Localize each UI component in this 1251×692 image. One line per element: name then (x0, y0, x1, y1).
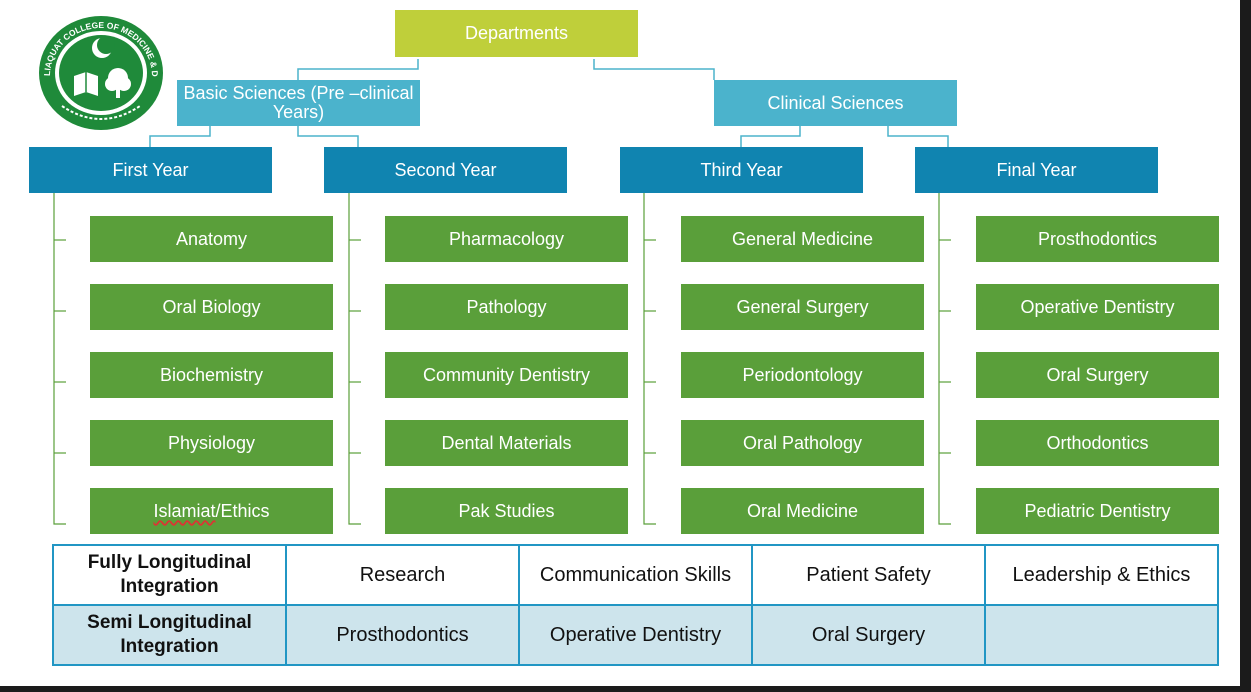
row-header: Semi Longitudinal Integration (52, 604, 287, 666)
dept-label: Pak Studies (458, 500, 555, 521)
dept-label: Oral Pathology (742, 432, 863, 453)
dept-label: Pharmacology (448, 228, 565, 249)
dept-node: Biochemistry (90, 352, 333, 398)
node-basic-sciences-label: Basic Sciences (Pre –clinical Years) (183, 83, 414, 122)
node-second-year: Second Year (324, 147, 567, 193)
node-year-label: Third Year (700, 159, 783, 180)
dept-node: Orthodontics (976, 420, 1219, 466)
dept-label: Oral Medicine (746, 500, 859, 521)
table-cell (984, 604, 1219, 666)
spell-flagged-word: Islamiat (153, 500, 216, 521)
dept-label-suffix: /Ethics (215, 500, 270, 521)
dept-node: Prosthodontics (976, 216, 1219, 262)
dept-label: Prosthodontics (1037, 228, 1158, 249)
dept-node: Operative Dentistry (976, 284, 1219, 330)
dept-node: General Surgery (681, 284, 924, 330)
integration-table: Fully Longitudinal Integration Research … (52, 544, 1219, 666)
dept-node: Pediatric Dentistry (976, 488, 1219, 534)
dept-node: Oral Surgery (976, 352, 1219, 398)
dept-node: Anatomy (90, 216, 333, 262)
table-cell: Patient Safety (751, 544, 986, 606)
dept-node: Oral Pathology (681, 420, 924, 466)
dept-label: Biochemistry (159, 364, 264, 385)
node-year-label: Second Year (394, 159, 497, 180)
node-basic-sciences: Basic Sciences (Pre –clinical Years) (177, 80, 420, 126)
table-row-semi-integration: Semi Longitudinal Integration Prosthodon… (52, 604, 1219, 666)
node-final-year: Final Year (915, 147, 1158, 193)
dept-label: Oral Surgery (1046, 364, 1149, 385)
dept-node: Dental Materials (385, 420, 628, 466)
table-cell: Prosthodontics (285, 604, 520, 666)
dept-node: Pharmacology (385, 216, 628, 262)
dept-label: Physiology (167, 432, 256, 453)
dept-node: Pak Studies (385, 488, 628, 534)
dept-node: Oral Biology (90, 284, 333, 330)
dept-node: Islamiat/Ethics (90, 488, 333, 534)
dept-label: Pediatric Dentistry (1024, 500, 1171, 521)
row-header: Fully Longitudinal Integration (52, 544, 287, 606)
node-first-year: First Year (29, 147, 272, 193)
dept-label: Orthodontics (1046, 432, 1149, 453)
dept-label: Oral Biology (162, 296, 261, 317)
college-logo: LIAQUAT COLLEGE OF MEDICINE & DENTISTRY (36, 14, 163, 130)
node-year-label: Final Year (996, 159, 1077, 180)
node-third-year: Third Year (620, 147, 863, 193)
dept-node: Physiology (90, 420, 333, 466)
node-departments-label: Departments (464, 23, 569, 43)
dept-label: General Medicine (731, 228, 874, 249)
tree-connectors (53, 59, 951, 525)
dept-node: General Medicine (681, 216, 924, 262)
table-row-full-integration: Fully Longitudinal Integration Research … (52, 544, 1219, 606)
dept-node: Oral Medicine (681, 488, 924, 534)
dept-label: Community Dentistry (422, 364, 591, 385)
dept-label: Pathology (466, 296, 547, 317)
dept-node: Community Dentistry (385, 352, 628, 398)
dept-node: Pathology (385, 284, 628, 330)
node-clinical-sciences-label: Clinical Sciences (767, 92, 904, 113)
table-cell: Communication Skills (518, 544, 753, 606)
dept-label: Islamiat/Ethics (153, 500, 270, 521)
table-cell: Research (285, 544, 520, 606)
dept-label: Periodontology (742, 364, 863, 385)
table-cell: Operative Dentistry (518, 604, 753, 666)
dept-label: Dental Materials (441, 432, 572, 453)
table-cell: Leadership & Ethics (984, 544, 1219, 606)
dept-label: Operative Dentistry (1020, 296, 1175, 317)
dept-label: Anatomy (175, 228, 248, 249)
node-departments: Departments (395, 10, 638, 57)
dept-node: Periodontology (681, 352, 924, 398)
node-year-label: First Year (112, 159, 189, 180)
node-clinical-sciences: Clinical Sciences (714, 80, 957, 126)
table-cell: Oral Surgery (751, 604, 986, 666)
dept-label: General Surgery (736, 296, 869, 317)
